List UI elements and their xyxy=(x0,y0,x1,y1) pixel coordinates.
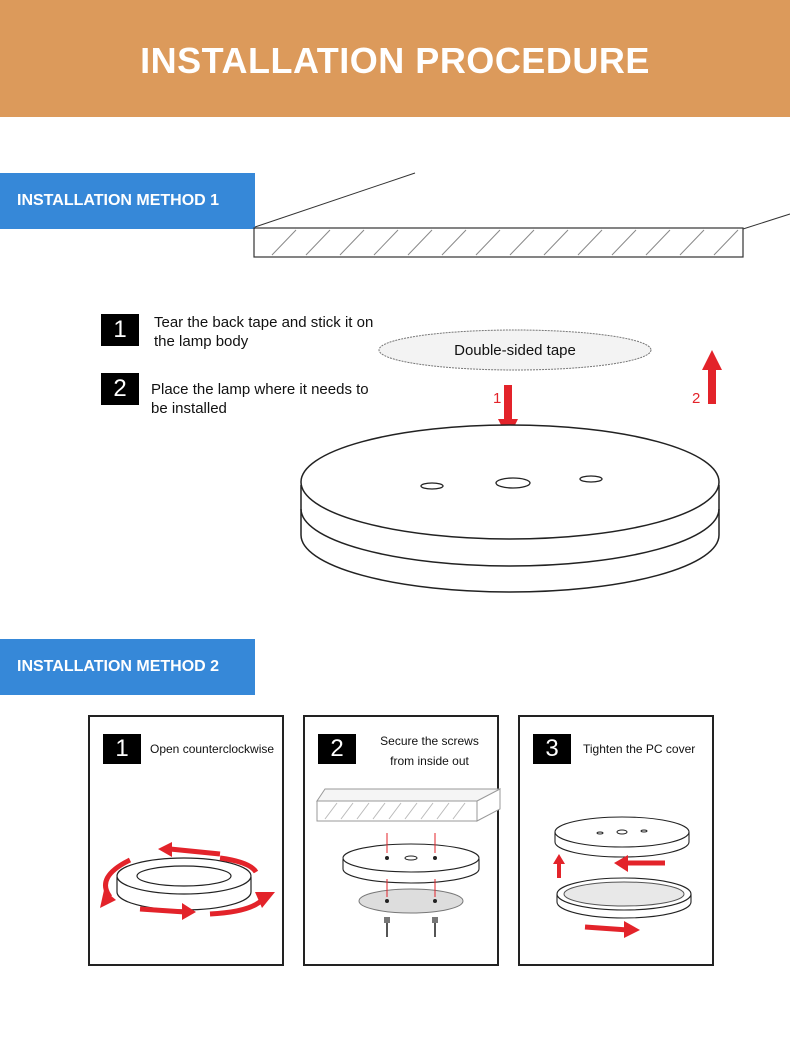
double-sided-tape-illustration: Double-sided tape xyxy=(378,329,652,371)
panel-2-number: 2 xyxy=(318,734,356,764)
panel-3-number: 3 xyxy=(533,734,571,764)
arrow-up-icon: 2 xyxy=(692,350,722,407)
panel-1-number: 1 xyxy=(103,734,141,764)
method-2-panel-1: 1 Open counterclockwise xyxy=(88,715,284,966)
tape-label: Double-sided tape xyxy=(454,342,576,359)
secure-screws-illustration xyxy=(316,788,501,937)
method-1-tag: INSTALLATION METHOD 1 xyxy=(0,173,255,229)
step-1-text: Tear the back tape and stick it on the l… xyxy=(154,314,374,350)
step-2-number: 2 xyxy=(101,373,139,405)
panel-2-text: Secure the screws from inside out xyxy=(380,734,479,768)
panel-1-text: Open counterclockwise xyxy=(150,742,275,756)
step-2-text: Place the lamp where it needs to be inst… xyxy=(151,381,369,417)
method-2-tag: INSTALLATION METHOD 2 xyxy=(0,639,255,695)
method-2-panel-3: 3 Tighten the PC cover xyxy=(518,715,714,966)
open-counterclockwise-illustration xyxy=(100,842,275,920)
step-1-number: 1 xyxy=(101,314,139,346)
lamp-body-illustration xyxy=(300,424,720,593)
panel-3-text: Tighten the PC cover xyxy=(583,742,696,756)
tighten-pc-cover-illustration xyxy=(553,816,692,938)
method-2-panel-2: 2 Secure the screws from inside out xyxy=(303,715,501,966)
page-title: INSTALLATION PROCEDURE xyxy=(140,40,650,81)
arrow-2-label: 2 xyxy=(692,390,700,407)
ceiling-board-illustration xyxy=(253,172,790,258)
arrow-1-label: 1 xyxy=(493,390,501,407)
header-banner: INSTALLATION PROCEDURE xyxy=(0,0,790,117)
